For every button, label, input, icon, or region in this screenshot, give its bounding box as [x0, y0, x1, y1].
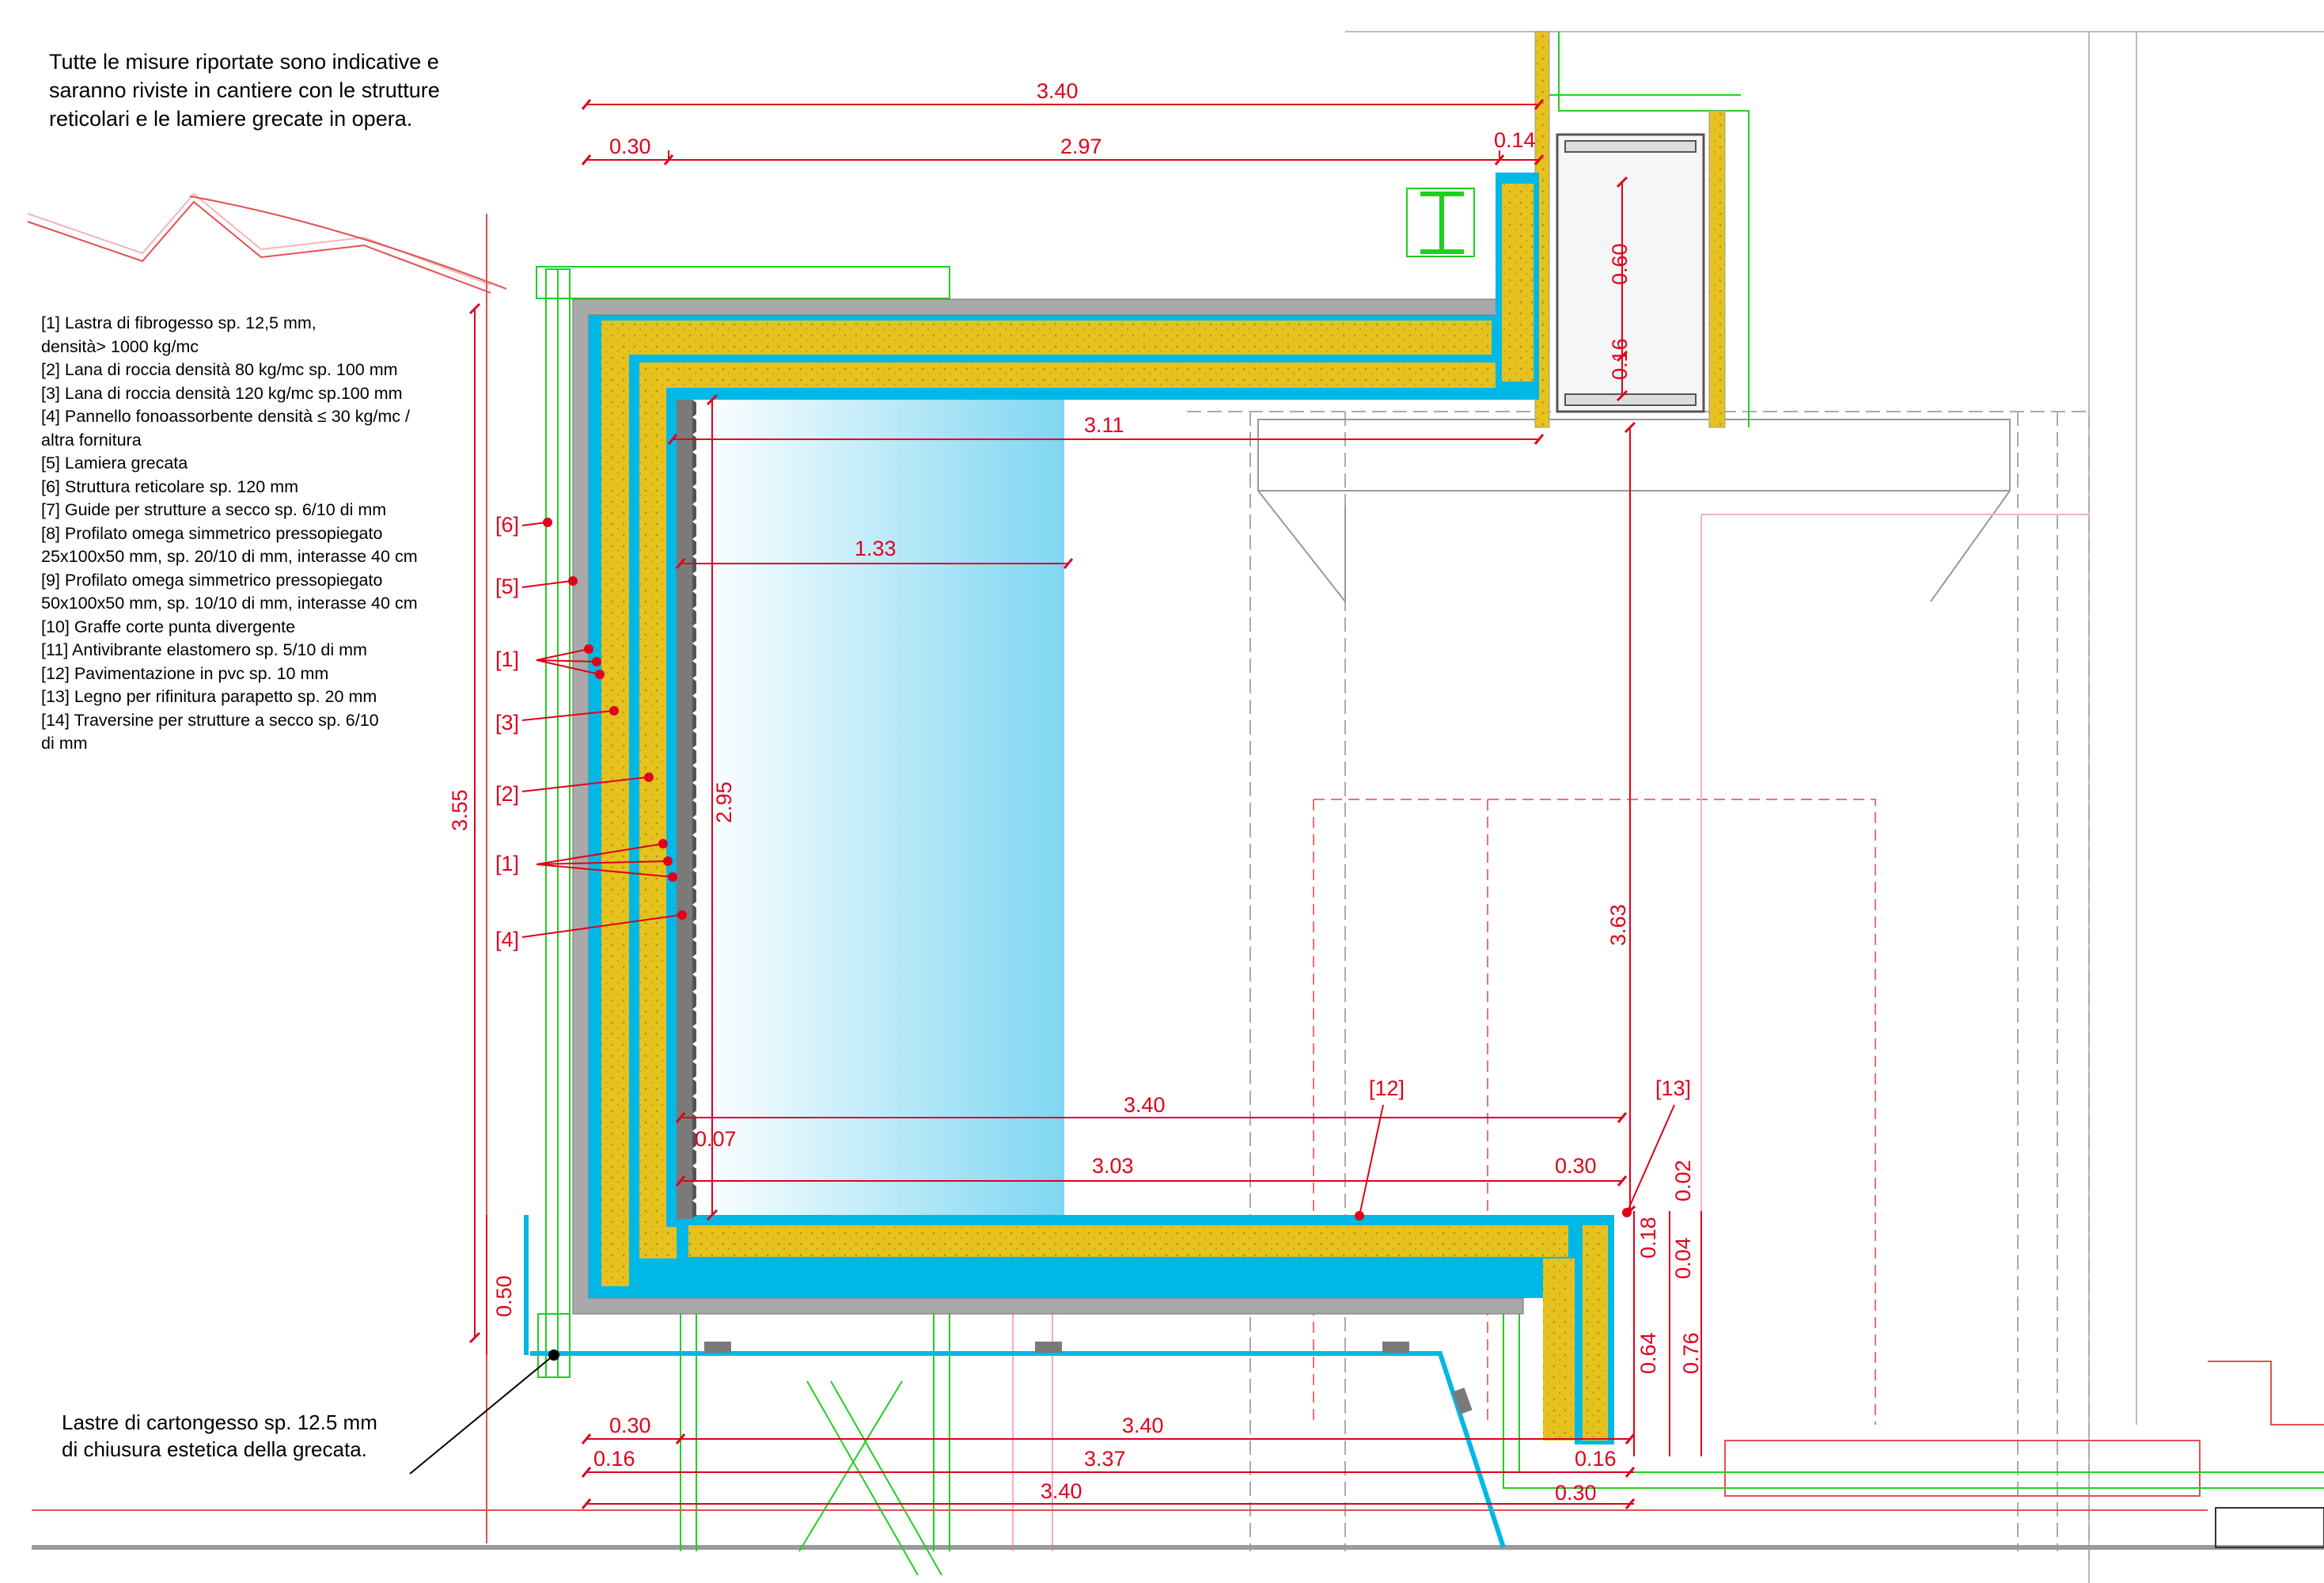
wall-assembly: [524, 173, 1614, 1548]
tag-4: [4]: [495, 928, 519, 951]
dim-v-0-60: 0.60: [1608, 243, 1632, 285]
dim-v-0-76: 0.76: [1679, 1332, 1703, 1374]
tag-12: [12]: [1369, 1076, 1405, 1100]
dim-3-03: 3.03: [1092, 1154, 1134, 1178]
dim-v-0-02: 0.02: [1671, 1160, 1695, 1201]
steel-i-beam: [1406, 188, 1475, 257]
dim-b-3-37: 3.37: [1084, 1447, 1126, 1471]
dim-b-0-16-right: 0.16: [1575, 1447, 1617, 1471]
dim-v-0-18: 0.18: [1636, 1217, 1660, 1258]
window-unit: [1534, 31, 1726, 428]
dim-v-0-64: 0.64: [1636, 1332, 1660, 1374]
dim-b-0-16: 0.16: [593, 1447, 635, 1471]
legend-item-8: [8] Profilato omega simmetrico pressopie…: [41, 523, 418, 567]
dim-top-0-14: 0.14: [1494, 128, 1536, 152]
cartongesso-leader: [409, 1354, 555, 1475]
legend-item-7: [7] Guide per strutture a secco sp. 6/10…: [41, 500, 387, 519]
cartongesso-leader-dot: [548, 1350, 559, 1361]
materials-legend: [1] Lastra di fibrogesso sp. 12,5 mm, de…: [41, 312, 500, 756]
dim-top-2-97: 2.97: [1060, 135, 1102, 158]
legend-item-3: [3] Lana di roccia densità 120 kg/mc sp.…: [41, 383, 403, 403]
tag-5: [5]: [495, 575, 519, 598]
dim-0-30-right: 0.30: [1555, 1154, 1597, 1178]
tag-13: [13]: [1655, 1076, 1691, 1100]
tag-6: [6]: [495, 513, 519, 537]
existing-building-lines: [27, 31, 2324, 1583]
dim-v-0-04: 0.04: [1671, 1237, 1695, 1279]
dim-b-3-40-b: 3.40: [1041, 1479, 1082, 1503]
dim-b-0-30: 0.30: [609, 1414, 651, 1437]
legend-item-14: [14] Traversine per strutture a secco sp…: [41, 710, 379, 754]
legend-item-6: [6] Struttura reticolare sp. 120 mm: [41, 476, 299, 496]
disclaimer-note: Tutte le misure riportate sono indicativ…: [49, 50, 440, 131]
dim-v-3-63: 3.63: [1606, 904, 1630, 946]
legend-item-1: [1] Lastra di fibrogesso sp. 12,5 mm, de…: [41, 313, 317, 356]
legend-item-4: [4] Pannello fonoassorbente densità ≤ 30…: [41, 407, 410, 450]
dimension-lines: [474, 104, 1702, 1505]
dim-v-0-50: 0.50: [492, 1275, 516, 1317]
legend-item-10: [10] Graffe corte punta divergente: [41, 617, 296, 636]
legend-item-13: [13] Legno per rifinitura parapetto sp. …: [41, 687, 377, 706]
dim-3-40-mid: 3.40: [1124, 1093, 1166, 1117]
dim-b-0-30-right: 0.30: [1555, 1481, 1597, 1505]
legend-item-2: [2] Lana di roccia densità 80 kg/mc sp. …: [41, 360, 398, 379]
dim-v-0-16: 0.16: [1608, 338, 1632, 380]
dim-v-3-55: 3.55: [448, 789, 472, 831]
cartongesso-callout: Lastre di cartongesso sp. 12.5 mm di chi…: [62, 1410, 377, 1461]
dim-1-33: 1.33: [855, 537, 897, 560]
dim-v-2-95: 2.95: [712, 781, 736, 823]
dim-b-3-40-a: 3.40: [1122, 1414, 1164, 1437]
dim-top-3-40: 3.40: [1037, 79, 1079, 103]
legend-item-9: [9] Profilato omega simmetrico pressopie…: [41, 570, 418, 613]
tag-leaders: [521, 518, 1675, 1220]
dim-top-0-30: 0.30: [609, 135, 651, 158]
tag-3: [3]: [495, 711, 519, 735]
tag-1-bottom: [1]: [495, 852, 519, 875]
tag-1-top: [1]: [495, 647, 519, 671]
legend-item-12: [12] Pavimentazione in pvc sp. 10 mm: [41, 663, 329, 683]
legend-item-5: [5] Lamiera grecata: [41, 454, 188, 473]
dim-3-11: 3.11: [1084, 413, 1124, 437]
dim-0-07: 0.07: [695, 1127, 737, 1151]
legend-item-11: [11] Antivibrante elastomero sp. 5/10 di…: [41, 640, 367, 659]
tag-2: [2]: [495, 782, 519, 806]
